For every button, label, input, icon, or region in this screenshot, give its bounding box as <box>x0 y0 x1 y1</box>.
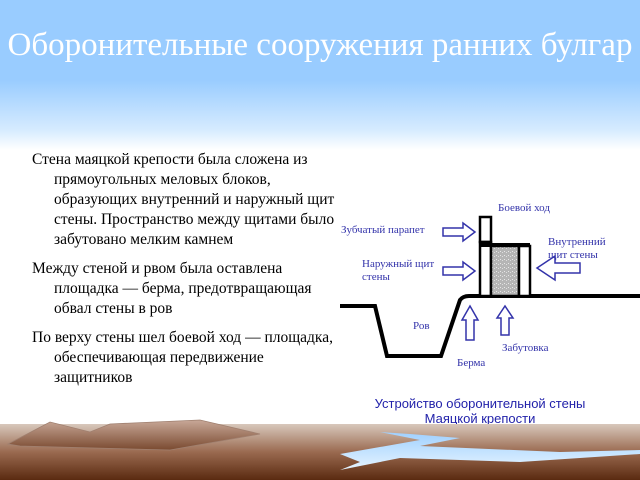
outer-wall <box>478 240 493 298</box>
bullet-item: По верху стены шел боевой ход — площадка… <box>32 329 333 386</box>
label-inner-wall-2: щит стены <box>548 249 598 261</box>
label-parapet: Зубчатый парапет <box>341 224 425 236</box>
river <box>340 432 640 470</box>
caption-line-2: Маяцкой крепости <box>424 411 536 426</box>
bullet-item: Между стеной и рвом была оставлена площа… <box>32 260 312 317</box>
label-moat: Ров <box>413 320 430 332</box>
caption-line-1: Устройство оборонительной стены <box>374 396 586 411</box>
wall-diagram: Боевой ход Зубчатый парапет Наружный щит… <box>335 190 640 430</box>
wall-cross-section <box>340 215 640 358</box>
rubble-fill <box>489 244 521 298</box>
label-battle-walk: Боевой ход <box>498 202 550 214</box>
label-outer-wall-1: Наружный щит <box>362 258 435 270</box>
hills <box>6 419 261 451</box>
outer-wall-arrow-icon <box>442 260 477 282</box>
inner-wall <box>517 244 532 298</box>
bullet-item: Стена маяцкой крепости была сложена из п… <box>32 151 335 248</box>
landscape-decoration <box>0 419 640 480</box>
diagram-caption: Устройство оборонительной стены Маяцкой … <box>352 396 608 426</box>
ground-line <box>340 294 640 358</box>
slide-title: Оборонительные сооружения ранних булгар <box>7 27 633 63</box>
label-fill: Забутовка <box>502 342 549 354</box>
label-inner-wall-1: Внутренний <box>548 236 606 248</box>
berm-arrow-icon <box>460 304 480 341</box>
label-outer-wall-2: стены <box>362 271 390 283</box>
bullet-list: Стена маяцкой крепости была сложена из п… <box>32 150 342 397</box>
inner-wall-arrow-icon <box>535 254 581 282</box>
parapet <box>478 215 493 244</box>
fill-arrow-icon <box>495 304 515 336</box>
label-berm: Берма <box>457 357 486 369</box>
parapet-arrow-icon <box>442 221 477 243</box>
